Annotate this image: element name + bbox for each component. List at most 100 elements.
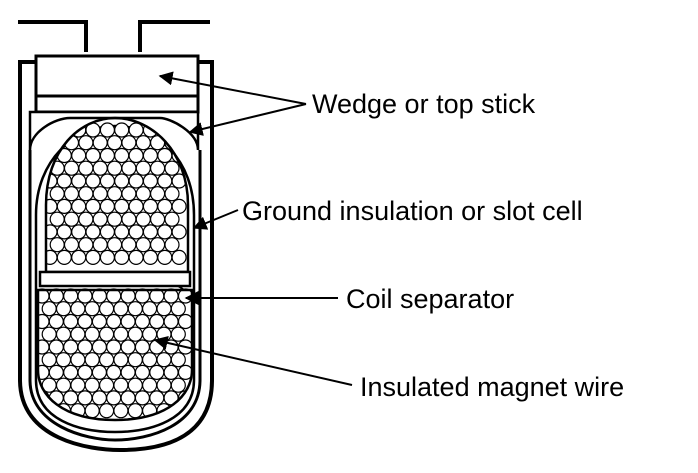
- magnet-wire-strand: [71, 224, 87, 240]
- label-coil-separator: Coil separator: [346, 284, 514, 314]
- magnet-wire-strand: [127, 326, 143, 342]
- magnet-wire-strand: [84, 377, 100, 393]
- magnet-wire-strand: [120, 364, 136, 380]
- leader-wedge-1: [158, 71, 307, 105]
- magnet-wire-strand: [127, 403, 143, 419]
- magnet-wire-strand: [149, 390, 165, 406]
- magnet-wire-strand: [99, 249, 116, 265]
- stator-slot-opening: [18, 20, 210, 52]
- magnet-wire-strand: [91, 364, 108, 380]
- magnet-wire-strand: [114, 224, 130, 240]
- magnet-wire-strand: [99, 224, 116, 240]
- magnet-wire-strand: [128, 249, 144, 265]
- magnet-wire-strand: [114, 198, 130, 214]
- magnet-wire-strand: [157, 173, 173, 189]
- magnet-wire-strand: [128, 147, 144, 164]
- magnet-wire-strand: [71, 198, 87, 214]
- magnet-wire-strand: [128, 224, 144, 240]
- magnet-wire-strand: [120, 313, 136, 330]
- magnet-wire-strand: [98, 301, 115, 317]
- magnet-wire-strand: [120, 390, 136, 406]
- magnet-wire-strand: [177, 364, 192, 380]
- magnet-wire-strand: [56, 249, 72, 265]
- magnet-wire-strand: [177, 313, 192, 330]
- magnet-wire-strand: [78, 160, 94, 176]
- magnet-wire-strand: [91, 313, 108, 330]
- magnet-wire-strand: [106, 313, 122, 330]
- magnet-wire-strand: [164, 160, 180, 176]
- magnet-wire-strand: [92, 186, 108, 202]
- magnet-wire-strand: [56, 198, 72, 214]
- magnet-wire-strand: [135, 237, 151, 253]
- magnet-wire-strand: [98, 326, 115, 342]
- magnet-wire-strand: [85, 224, 101, 240]
- magnet-wire-strand: [142, 198, 158, 214]
- magnet-wire-strand: [150, 160, 166, 176]
- magnet-wire-strand: [142, 249, 158, 265]
- wedge-top-stick: [34, 54, 200, 114]
- magnet-wire-strand: [163, 313, 179, 330]
- magnet-wire-strand: [121, 135, 137, 151]
- label-ground-insulation: Ground insulation or slot cell: [242, 196, 583, 226]
- magnet-wire-strand: [55, 301, 72, 317]
- magnet-wire-strand: [142, 173, 158, 189]
- magnet-wire-strand: [63, 313, 79, 330]
- magnet-wire-strand: [99, 173, 116, 189]
- magnet-wire-strand: [164, 237, 180, 253]
- magnet-wire-strand: [156, 326, 172, 342]
- magnet-wire-strand: [157, 249, 173, 265]
- leader-lines: [153, 71, 353, 386]
- magnet-wire-strand: [85, 173, 101, 189]
- magnet-wire-strand: [41, 301, 57, 317]
- magnet-wire-strand: [84, 352, 100, 368]
- magnet-wire-strand: [106, 339, 122, 355]
- magnet-wire-strand: [63, 390, 79, 406]
- upper-coil-conductors: [46, 122, 187, 265]
- magnet-wire-strand: [149, 364, 165, 380]
- magnet-wire-strand: [55, 326, 72, 342]
- magnet-wire-strand: [113, 403, 129, 419]
- magnet-wire-strand: [135, 160, 151, 176]
- magnet-wire-strand: [92, 135, 108, 151]
- magnet-wire-strand: [142, 326, 158, 342]
- magnet-wire-strand: [70, 377, 86, 393]
- magnet-wire-strand: [98, 403, 115, 419]
- magnet-wire-strand: [157, 198, 173, 214]
- magnet-wire-strand: [106, 186, 123, 202]
- magnet-wire-strand: [63, 237, 80, 253]
- magnet-wire-strand: [149, 313, 165, 330]
- magnet-wire-strand: [127, 377, 143, 393]
- magnet-wire-strand: [135, 211, 151, 227]
- magnet-wire-strand: [134, 339, 150, 355]
- magnet-wire-strand: [85, 249, 101, 265]
- magnet-wire-strand: [150, 186, 166, 202]
- magnet-wire-strand: [98, 352, 115, 368]
- magnet-wire-strand: [70, 352, 86, 368]
- magnet-wire-strand: [91, 339, 108, 355]
- magnet-wire-strand: [41, 352, 57, 368]
- magnet-wire-strand: [127, 352, 143, 368]
- magnet-wire-strand: [63, 186, 80, 202]
- magnet-wire-strand: [92, 237, 108, 253]
- label-magnet-wire: Insulated magnet wire: [360, 372, 624, 402]
- magnet-wire-strand: [78, 186, 94, 202]
- magnet-wire-strand: [157, 224, 173, 240]
- magnet-wire-strand: [170, 377, 186, 393]
- magnet-wire-strand: [77, 313, 93, 330]
- magnet-wire-strand: [156, 301, 172, 317]
- magnet-wire-strand: [113, 326, 129, 342]
- magnet-wire-strand: [128, 198, 144, 214]
- magnet-wire-strand: [106, 211, 123, 227]
- magnet-wire-strand: [121, 237, 137, 253]
- leader-ground: [192, 209, 239, 230]
- magnet-wire-strand: [150, 237, 166, 253]
- magnet-wire-strand: [106, 160, 123, 176]
- magnet-wire-strand: [63, 211, 80, 227]
- magnet-wire-strand: [163, 364, 179, 380]
- magnet-wire-strand: [121, 160, 137, 176]
- magnet-wire-strand: [106, 135, 123, 151]
- magnet-wire-strand: [156, 352, 172, 368]
- magnet-wire-strand: [128, 173, 144, 189]
- magnet-wire-strand: [106, 390, 122, 406]
